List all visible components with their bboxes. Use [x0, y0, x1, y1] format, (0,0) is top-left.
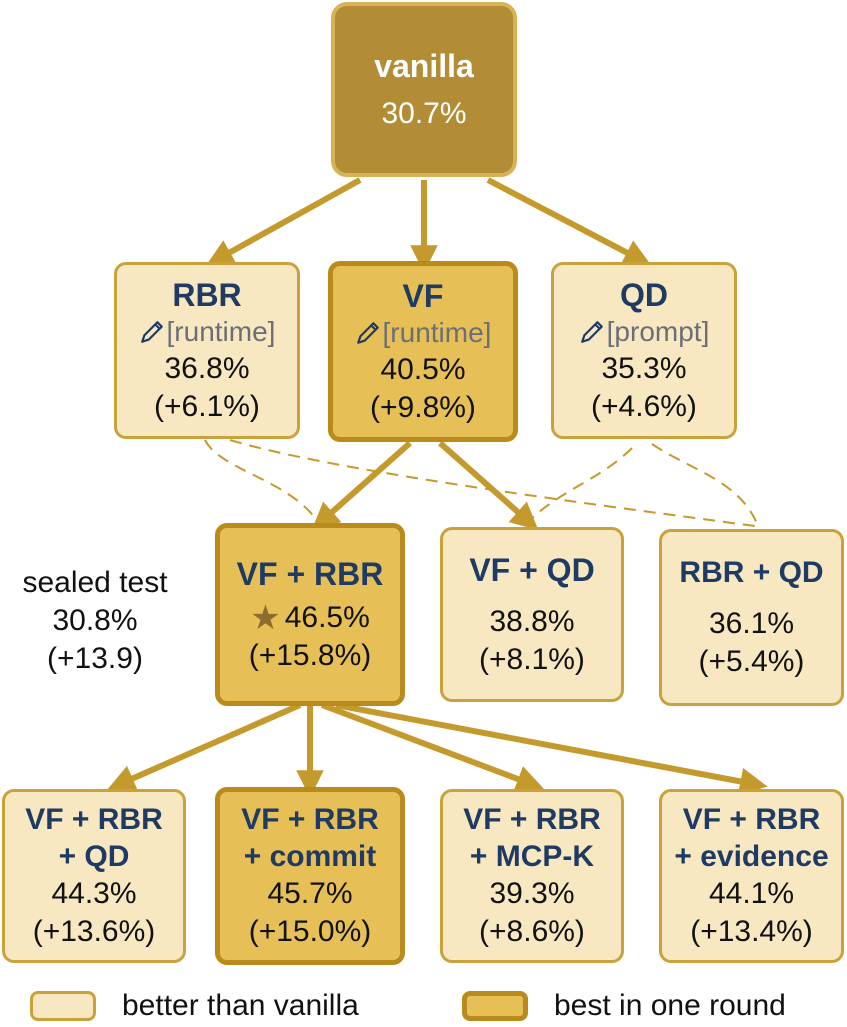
- node-rbr-value: 36.8%: [164, 351, 250, 385]
- node-vf: VF [runtime] 40.5% (+9.8%): [328, 261, 518, 442]
- legend-better-swatch: [30, 991, 96, 1021]
- node-vf-rbr-qd: VF + RBR + QD 44.3% (+13.6%): [2, 789, 186, 963]
- node-qd-tag: [prompt]: [579, 314, 710, 350]
- sealed-test-delta: (+13.9): [47, 642, 143, 675]
- edge-vfrbr-qd: [107, 702, 302, 792]
- node-vf-rbr-delta: (+15.8%): [248, 638, 372, 672]
- dashed-qd-to-vfqd: [527, 447, 633, 523]
- node-vanilla: vanilla 30.7%: [331, 2, 517, 177]
- sealed-test-value: 30.8%: [52, 604, 138, 637]
- node-vf-rbr-mcpk: VF + RBR + MCP-K 39.3% (+8.6%): [440, 789, 624, 963]
- node-vf-tag: [runtime]: [355, 315, 492, 351]
- dashed-rbr-to-rbrqd: [229, 439, 756, 527]
- legend-best-swatch: [462, 991, 528, 1021]
- node-rbr-qd-value: 36.1%: [708, 607, 795, 640]
- node-vf-tag-label: [runtime]: [382, 316, 492, 348]
- node-vf-qd-delta: (+8.1%): [479, 642, 585, 676]
- node-vf-rbr-mcpk-delta: (+8.6%): [479, 915, 585, 948]
- node-rbr-qd: RBR + QD 36.1% (+5.4%): [659, 529, 844, 706]
- node-vanilla-name: vanilla: [374, 47, 474, 84]
- node-vf-rbr-mcpk-name-line1: VF + RBR: [463, 803, 601, 836]
- node-vf-rbr-value-row: ★ 46.5%: [250, 599, 370, 637]
- node-vf-rbr-mcpk-value: 39.3%: [489, 877, 575, 910]
- node-vf-value: 40.5%: [380, 352, 466, 386]
- node-vf-delta: (+9.8%): [370, 390, 476, 424]
- sealed-test-annotation: sealed test 30.8% (+13.9): [0, 564, 190, 678]
- node-vf-rbr-commit-name-line1: VF + RBR: [241, 803, 379, 836]
- node-vf-rbr-evidence-name-line2: + evidence: [674, 840, 829, 873]
- edge-vf-vfqd: [438, 440, 539, 531]
- node-vf-rbr-evidence-name-line1: VF + RBR: [682, 803, 821, 836]
- edge-vanilla-qd: [486, 177, 652, 266]
- dashed-rbr-to-vfrbr: [204, 439, 319, 523]
- legend-better: better than vanilla: [30, 988, 359, 1024]
- node-rbr: RBR [runtime] 36.8% (+6.1%): [114, 262, 300, 439]
- dashed-qd-to-rbrqd: [651, 443, 759, 527]
- node-vf-name: VF: [402, 277, 444, 314]
- edge-vfrbr-evidence: [335, 702, 768, 795]
- node-rbr-qd-delta: (+5.4%): [698, 645, 805, 678]
- node-vf-rbr-evidence-value: 44.1%: [708, 877, 795, 910]
- pencil-icon: [140, 320, 163, 343]
- node-rbr-qd-name: RBR + QD: [679, 556, 824, 589]
- node-vf-rbr-qd-name-line1: VF + RBR: [25, 803, 163, 836]
- node-vf-rbr-commit-value: 45.7%: [267, 877, 353, 910]
- node-vf-qd-value: 38.8%: [489, 604, 575, 638]
- node-qd: QD [prompt] 35.3% (+4.6%): [551, 262, 737, 439]
- node-vf-qd: VF + QD 38.8% (+8.1%): [440, 527, 624, 702]
- node-vf-rbr-commit-name-line2: + commit: [243, 840, 377, 873]
- node-vf-rbr-qd-value: 44.3%: [51, 877, 137, 910]
- node-qd-delta: (+4.6%): [591, 389, 697, 423]
- node-vf-rbr-value: 46.5%: [284, 600, 370, 634]
- node-vf-rbr-name: VF + RBR: [236, 555, 384, 592]
- node-qd-name: QD: [620, 276, 668, 313]
- node-vf-qd-name: VF + QD: [469, 551, 595, 588]
- star-icon: ★: [250, 598, 281, 637]
- pencil-icon: [580, 320, 603, 343]
- edge-vanilla-rbr: [205, 177, 362, 266]
- node-vanilla-value: 30.7%: [381, 96, 467, 130]
- legend-best-label: best in one round: [554, 989, 786, 1022]
- node-vf-rbr-mcpk-name-line2: + MCP-K: [469, 840, 595, 873]
- node-vf-rbr-commit: VF + RBR + commit 45.7% (+15.0%): [215, 787, 405, 965]
- node-rbr-name: RBR: [172, 276, 242, 313]
- legend-better-label: better than vanilla: [122, 989, 359, 1022]
- legend-best: best in one round: [462, 988, 786, 1024]
- edge-vfrbr-mcpk: [320, 702, 544, 793]
- node-vf-rbr: VF + RBR ★ 46.5% (+15.8%): [215, 523, 405, 706]
- node-qd-tag-label: [prompt]: [606, 315, 710, 347]
- pencil-icon: [356, 321, 379, 344]
- node-vf-rbr-commit-delta: (+15.0%): [248, 915, 372, 948]
- edge-vf-vfrbr: [311, 440, 412, 531]
- node-qd-value: 35.3%: [601, 351, 687, 385]
- node-vf-rbr-evidence-delta: (+13.4%): [690, 915, 813, 948]
- node-vf-rbr-evidence: VF + RBR + evidence 44.1% (+13.4%): [659, 789, 844, 963]
- node-vf-rbr-qd-delta: (+13.6%): [32, 915, 156, 948]
- node-rbr-delta: (+6.1%): [154, 389, 260, 423]
- node-rbr-tag: [runtime]: [139, 314, 276, 350]
- sealed-test-label: sealed test: [22, 566, 168, 599]
- node-vf-rbr-qd-name-line2: + QD: [58, 840, 130, 873]
- node-rbr-tag-label: [runtime]: [166, 315, 276, 347]
